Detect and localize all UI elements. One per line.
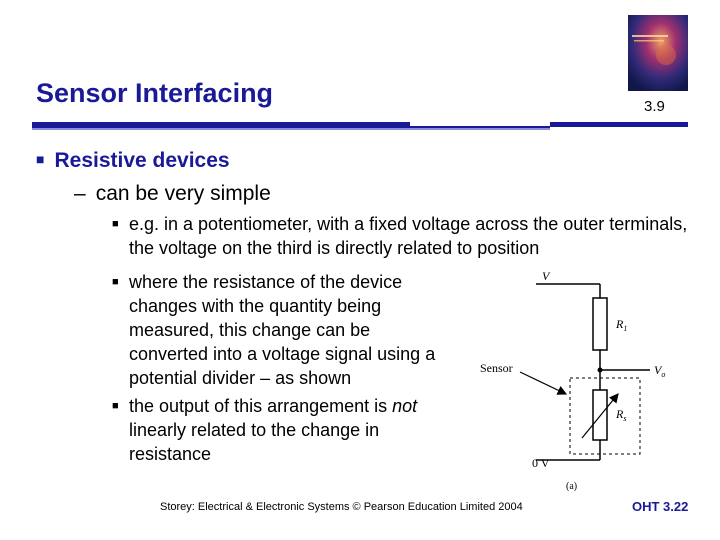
resistor-r1 — [592, 297, 608, 351]
bullet-simple: –can be very simple — [74, 182, 271, 205]
bullet-resistive-devices: ■Resistive devices — [36, 149, 230, 172]
dash-bullet-icon: – — [74, 182, 86, 205]
label-sensor: Sensor — [480, 361, 513, 375]
label-rs: Rs — [615, 407, 626, 423]
sub-bullet-potential-divider: ■ where the resistance of the device cha… — [112, 272, 436, 388]
slide-title: Sensor Interfacing — [36, 78, 274, 108]
square-bullet-icon: ■ — [112, 276, 119, 288]
label-0v: 0 V — [532, 456, 550, 470]
book-cover-image — [628, 15, 688, 91]
square-bullet-icon: ■ — [36, 151, 45, 167]
oht-number: OHT 3.22 — [632, 499, 689, 514]
potential-divider-diagram: V R1 Vo Rs Sensor 0 V (a) — [476, 262, 706, 496]
square-bullet-icon: ■ — [112, 218, 119, 230]
title-divider — [32, 119, 688, 130]
label-r1: R1 — [615, 317, 627, 333]
sub-bullet-potentiometer: ■ e.g. in a potentiometer, with a fixed … — [112, 214, 688, 258]
label-vo: Vo — [654, 363, 665, 379]
label-caption: (a) — [566, 481, 577, 492]
slide-number: 3.9 — [644, 98, 665, 115]
sensor-box — [569, 377, 641, 455]
square-bullet-icon: ■ — [112, 400, 119, 412]
label-v: V — [542, 269, 551, 283]
resistor-rs — [592, 389, 608, 441]
footer-credit: Storey: Electrical & Electronic Systems … — [160, 501, 523, 513]
sub-bullet-nonlinear: ■ the output of this arrangement is not … — [112, 396, 418, 464]
